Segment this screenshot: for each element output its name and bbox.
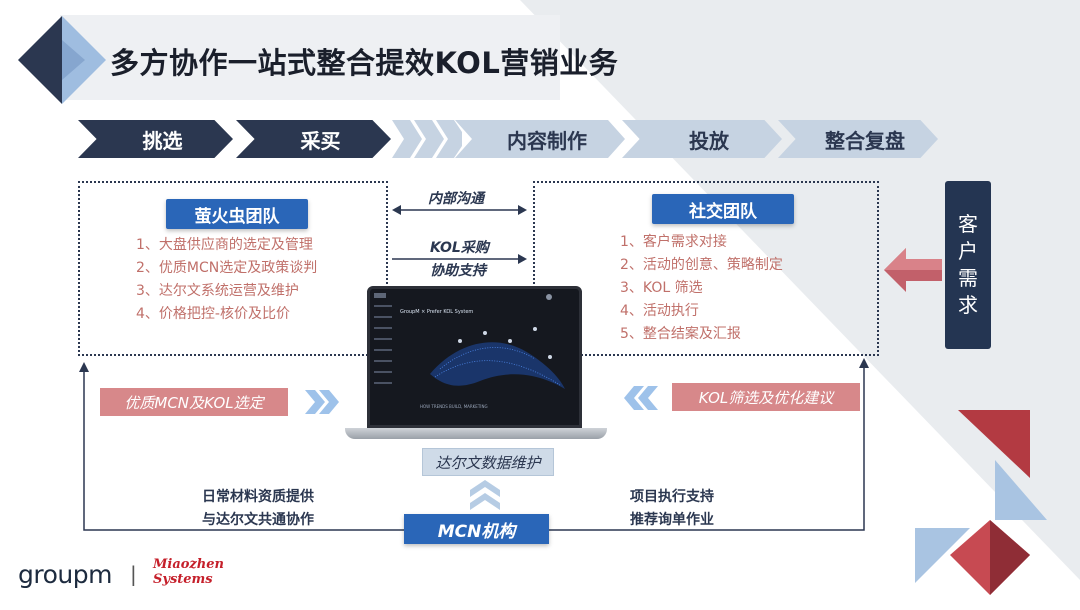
right-team-item: 1、客户需求对接 [620, 234, 727, 250]
right-team-item: 4、活动执行 [620, 303, 699, 319]
left-team-item: 2、优质MCN选定及政策谈判 [136, 260, 318, 276]
step-select: 挑选 [78, 120, 233, 158]
right-team-box [533, 181, 879, 356]
right-team-item: 5、整合结案及汇报 [620, 326, 741, 342]
step-content-creation: 内容制作 [455, 120, 625, 158]
laptop-base [345, 428, 607, 439]
miaozhen-logo-line1: Miaozhen [153, 557, 224, 572]
chevron-right-icon [305, 390, 339, 414]
left-team-item: 4、价格把控-核价及比价 [136, 306, 290, 322]
screen-subtitle: HOW TRENDS BUILD, MARKETING [420, 404, 488, 409]
screen-sidebar [374, 305, 396, 393]
chevron-left-icon [624, 386, 658, 410]
miaozhen-logo: Miaozhen Systems [153, 557, 224, 587]
double-arrow-icon [392, 205, 527, 215]
bottom-right-text: 项目执行支持 推荐询单作业 [630, 486, 714, 532]
bottom-left-line: 日常材料资质提供 [202, 489, 314, 505]
bg-title-grey [60, 15, 560, 100]
step-purchase-label: 采买 [300, 128, 341, 153]
left-tag: 优质MCN及KOL选定 [100, 388, 288, 416]
left-team-pill: 萤火虫团队 [166, 199, 308, 229]
assist-support-label: 协助支持 [430, 263, 486, 279]
client-arrow-icon [884, 248, 942, 292]
step-chevron-arrows-icon [392, 120, 462, 158]
deco-red-diamond-dark [990, 520, 1030, 595]
bottom-right-line: 推荐询单作业 [630, 512, 714, 528]
left-team-list: 1、大盘供应商的选定及管理 2、优质MCN选定及政策谈判 3、达尔文系统运营及维… [136, 234, 317, 326]
deco-blue-triangle-1 [995, 460, 1047, 520]
step-review-label: 整合复盘 [825, 128, 905, 153]
step-delivery: 投放 [622, 120, 782, 158]
data-maintenance-tag: 达尔文数据维护 [422, 448, 554, 476]
step-delivery-label: 投放 [689, 128, 729, 153]
laptop-screen: GroupM × Prefer KOL System HOW TRENDS BU… [367, 286, 582, 428]
right-team-pill: 社交团队 [652, 194, 794, 224]
chevron-up-icon [470, 480, 500, 510]
mcn-agency-pill: MCN机构 [404, 514, 549, 544]
left-team-item: 3、达尔文系统运营及维护 [136, 283, 299, 299]
client-demand-box: 客 户 需 求 [945, 181, 991, 349]
bottom-left-line: 与达尔文共通协作 [202, 512, 314, 528]
page-title: 多方协作一站式整合提效KOL营销业务 [110, 46, 619, 80]
logo-separator: | [130, 562, 137, 586]
internal-comm-label: 内部沟通 [428, 191, 484, 207]
right-arrow-icon [392, 254, 527, 264]
title-diamond-mid [62, 40, 85, 80]
left-team-item: 1、大盘供应商的选定及管理 [136, 237, 313, 253]
bottom-right-line: 项目执行支持 [630, 489, 714, 505]
deco-blue-triangle-2 [915, 528, 970, 583]
client-char: 户 [958, 239, 978, 263]
kol-purchase-label: KOL采购 [430, 240, 489, 256]
client-char: 求 [958, 293, 978, 317]
right-team-item: 2、活动的创意、策略制定 [620, 257, 783, 273]
client-char: 需 [958, 266, 978, 290]
screen-logo [374, 293, 386, 298]
right-tag: KOL筛选及优化建议 [672, 383, 860, 411]
groupm-logo: groupm [18, 560, 112, 589]
left-team-box [78, 181, 388, 356]
right-team-list: 1、客户需求对接 2、活动的创意、策略制定 3、KOL 筛选 4、活动执行 5、… [620, 231, 783, 346]
step-select-label: 挑选 [142, 128, 183, 153]
step-review: 整合复盘 [778, 120, 938, 158]
right-team-item: 3、KOL 筛选 [620, 280, 703, 296]
title-diamond-dark [18, 16, 62, 104]
screen-avatar [546, 294, 552, 300]
miaozhen-logo-line2: Systems [153, 572, 213, 587]
client-char: 客 [958, 212, 978, 236]
deco-red-triangle-1 [958, 410, 1030, 478]
step-content-creation-label: 内容制作 [507, 128, 587, 153]
step-purchase: 采买 [236, 120, 391, 158]
screen-wave-graphic [430, 327, 565, 389]
screen-title: GroupM × Prefer KOL System [400, 309, 474, 315]
bottom-left-text: 日常材料资质提供 与达尔文共通协作 [202, 486, 314, 532]
